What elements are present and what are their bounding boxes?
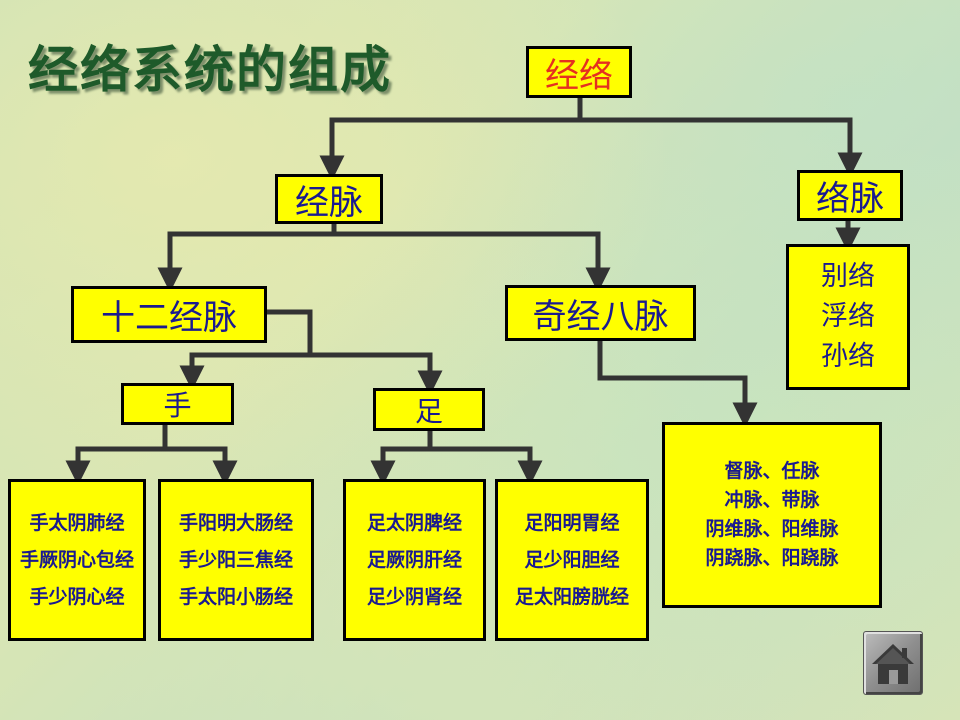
hand-node: 手 bbox=[121, 383, 234, 425]
meridian-item: 足太阴脾经 bbox=[366, 511, 462, 534]
meridian-item: 足少阳胆经 bbox=[524, 548, 620, 571]
collateral-item: 别络 bbox=[821, 261, 875, 292]
foot-node: 足 bbox=[373, 388, 485, 431]
collateral-list: 别络 浮络 孙络 bbox=[786, 244, 910, 390]
extra-item: 督脉、任脉 bbox=[724, 460, 820, 482]
page-title: 经络系统的组成 bbox=[28, 41, 392, 99]
meridian-item: 足厥阴肝经 bbox=[366, 548, 462, 571]
collateral-node: 络脉 bbox=[797, 170, 903, 221]
collateral-item: 浮络 bbox=[821, 301, 875, 332]
meridian-item: 足少阴肾经 bbox=[366, 585, 462, 608]
hand-yin-list: 手太阴肺经 手厥阴心包经 手少阴心经 bbox=[8, 479, 146, 641]
extra-item: 阴维脉、阳维脉 bbox=[705, 518, 839, 540]
home-button[interactable] bbox=[863, 631, 923, 695]
meridian-node: 经脉 bbox=[275, 174, 383, 224]
extra-item: 冲脉、带脉 bbox=[724, 489, 820, 511]
foot-yin-list: 足太阴脾经 足厥阴肝经 足少阴肾经 bbox=[343, 479, 486, 641]
extra-meridian-list: 督脉、任脉 冲脉、带脉 阴维脉、阳维脉 阴跷脉、阳跷脉 bbox=[662, 422, 882, 608]
meridian-item: 手少阳三焦经 bbox=[178, 548, 293, 571]
twelve-meridians-node: 十二经脉 bbox=[71, 286, 267, 343]
extra-item: 阴跷脉、阳跷脉 bbox=[705, 547, 839, 569]
meridian-item: 足阳明胃经 bbox=[524, 511, 620, 534]
hand-yang-list: 手阳明大肠经 手少阳三焦经 手太阳小肠经 bbox=[158, 479, 314, 641]
meridian-item: 手阳明大肠经 bbox=[178, 511, 293, 534]
root-node: 经络 bbox=[526, 46, 632, 98]
meridian-item: 足太阳膀胱经 bbox=[514, 585, 629, 608]
home-icon bbox=[872, 644, 914, 684]
extra-meridians-node: 奇经八脉 bbox=[505, 285, 696, 341]
meridian-item: 手厥阴心包经 bbox=[19, 548, 134, 571]
foot-yang-list: 足阳明胃经 足少阳胆经 足太阳膀胱经 bbox=[495, 479, 649, 641]
meridian-item: 手太阴肺经 bbox=[29, 511, 125, 534]
meridian-item: 手太阳小肠经 bbox=[178, 585, 293, 608]
collateral-item: 孙络 bbox=[821, 341, 875, 372]
meridian-item: 手少阴心经 bbox=[29, 585, 125, 608]
